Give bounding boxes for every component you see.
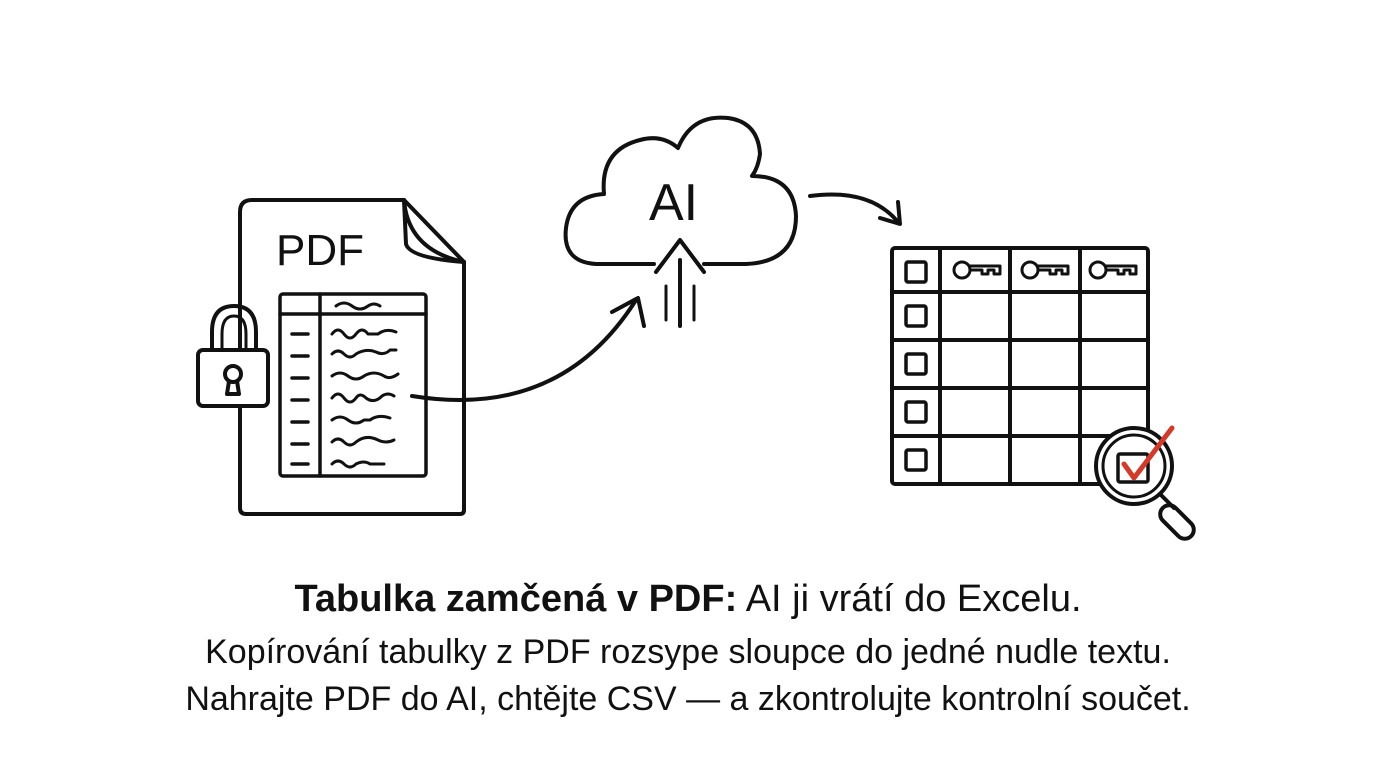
caption-line-3: Nahrajte PDF do AI, chtějte CSV — a zkon… xyxy=(185,680,1191,718)
cloud-label: AI xyxy=(649,174,698,232)
caption-headline: Tabulka zamčená v PDF: AI ji vrátí do Ex… xyxy=(0,576,1376,622)
pdf-label: PDF xyxy=(276,226,364,275)
checkbox-icon xyxy=(904,260,928,284)
key-icon xyxy=(952,260,1002,280)
key-icon xyxy=(1020,260,1070,280)
cloud-icon: AI xyxy=(563,115,798,266)
upload-arrow-icon xyxy=(654,238,706,328)
pdf-to-excel-illustration: PDF AI xyxy=(196,115,1196,541)
arrow-ai-to-excel xyxy=(808,192,902,226)
checkbox-icon xyxy=(904,304,928,328)
checkbox-icon xyxy=(904,400,928,424)
magnifier-check-icon xyxy=(1094,425,1196,541)
pdf-document-icon: PDF xyxy=(238,198,466,516)
checkbox-icon xyxy=(904,448,928,472)
headline-bold: Tabulka zamčená v PDF: xyxy=(294,578,738,620)
key-icon xyxy=(1088,260,1138,280)
arrow-pdf-to-ai xyxy=(410,296,646,402)
headline-rest: AI ji vrátí do Excelu. xyxy=(737,578,1082,620)
caption-line-2: Kopírování tabulky z PDF rozsype sloupce… xyxy=(205,633,1171,671)
excel-table-icon xyxy=(890,246,1150,486)
checkbox-icon xyxy=(904,352,928,376)
pdf-table-icon xyxy=(278,292,428,478)
lock-icon xyxy=(196,304,270,408)
row-checkboxes xyxy=(904,260,928,472)
